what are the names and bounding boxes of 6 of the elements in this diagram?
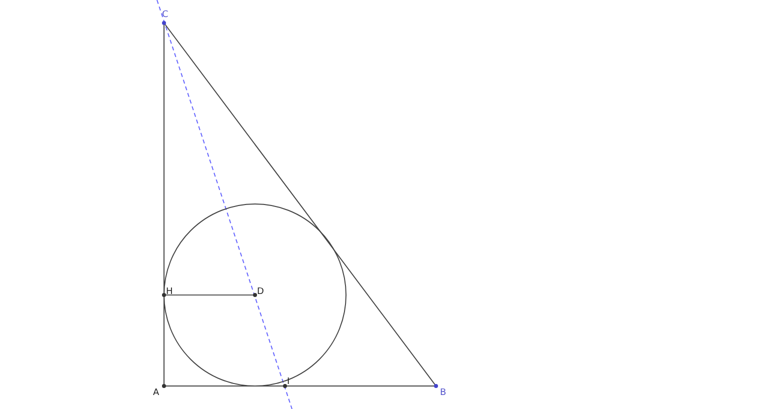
point-label: H (166, 287, 173, 297)
point-label: I (287, 377, 290, 387)
point-label: D (257, 287, 264, 297)
point-label: B (440, 388, 446, 398)
point-label: A (153, 388, 160, 398)
point-label: C (162, 10, 168, 20)
